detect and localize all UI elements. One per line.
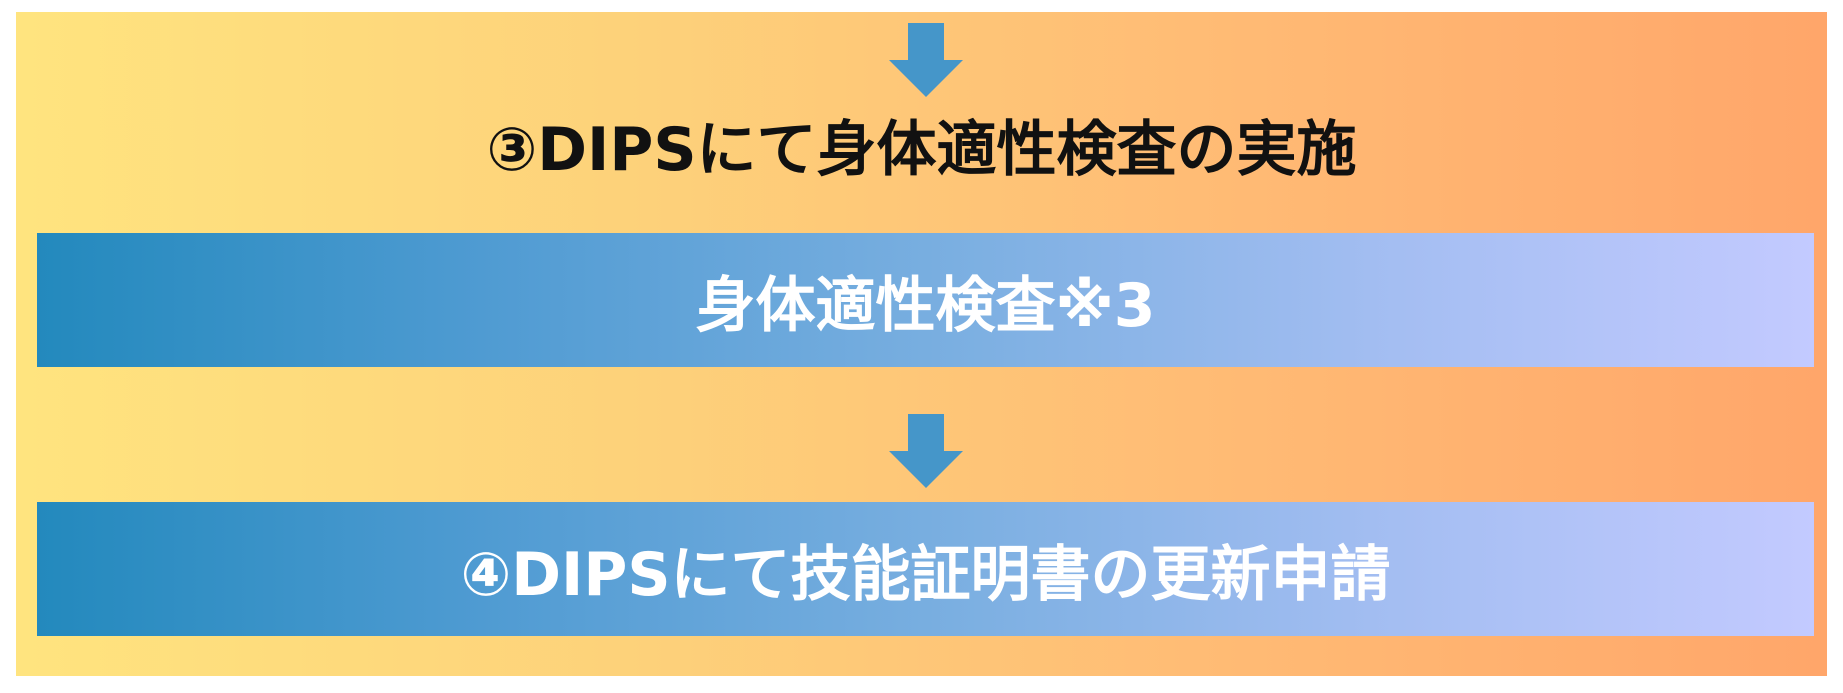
step3-title: ③DIPSにて身体適性検査の実施 — [486, 115, 1357, 185]
arrow-down-icon — [889, 23, 963, 97]
physical-exam-box: 身体適性検査※3 — [37, 233, 1814, 367]
arrow-down-icon — [889, 414, 963, 488]
physical-exam-label: 身体適性検査※3 — [695, 270, 1156, 341]
renewal-application-box: ④DIPSにて技能証明書の更新申請 — [37, 502, 1814, 636]
renewal-application-label: ④DIPSにて技能証明書の更新申請 — [460, 539, 1391, 610]
